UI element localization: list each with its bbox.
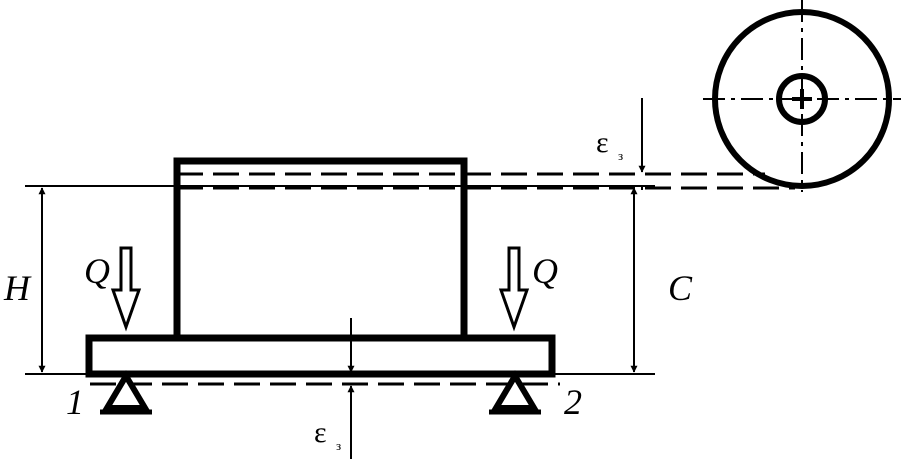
load-label-left: Q bbox=[84, 251, 110, 291]
gap-bottom-label: ε bbox=[314, 416, 327, 449]
cutter-view bbox=[703, 0, 901, 192]
base-plate bbox=[85, 334, 556, 378]
gap-bottom-subscript: з bbox=[336, 438, 341, 453]
load-arrow-left bbox=[110, 246, 142, 332]
load-arrow-right bbox=[498, 246, 530, 332]
support-right bbox=[489, 370, 541, 415]
support-right-triangle bbox=[490, 370, 540, 411]
height-label: H bbox=[3, 268, 32, 308]
support-left bbox=[100, 370, 152, 415]
gap-top-label: ε bbox=[596, 126, 609, 159]
support-left-triangle bbox=[101, 370, 151, 411]
support-label-right: 2 bbox=[564, 382, 582, 422]
load-label-right: Q bbox=[532, 251, 558, 291]
gap-top-subscript: з bbox=[618, 148, 623, 163]
distance-label: C bbox=[668, 268, 693, 308]
support-label-left: 1 bbox=[66, 382, 84, 422]
